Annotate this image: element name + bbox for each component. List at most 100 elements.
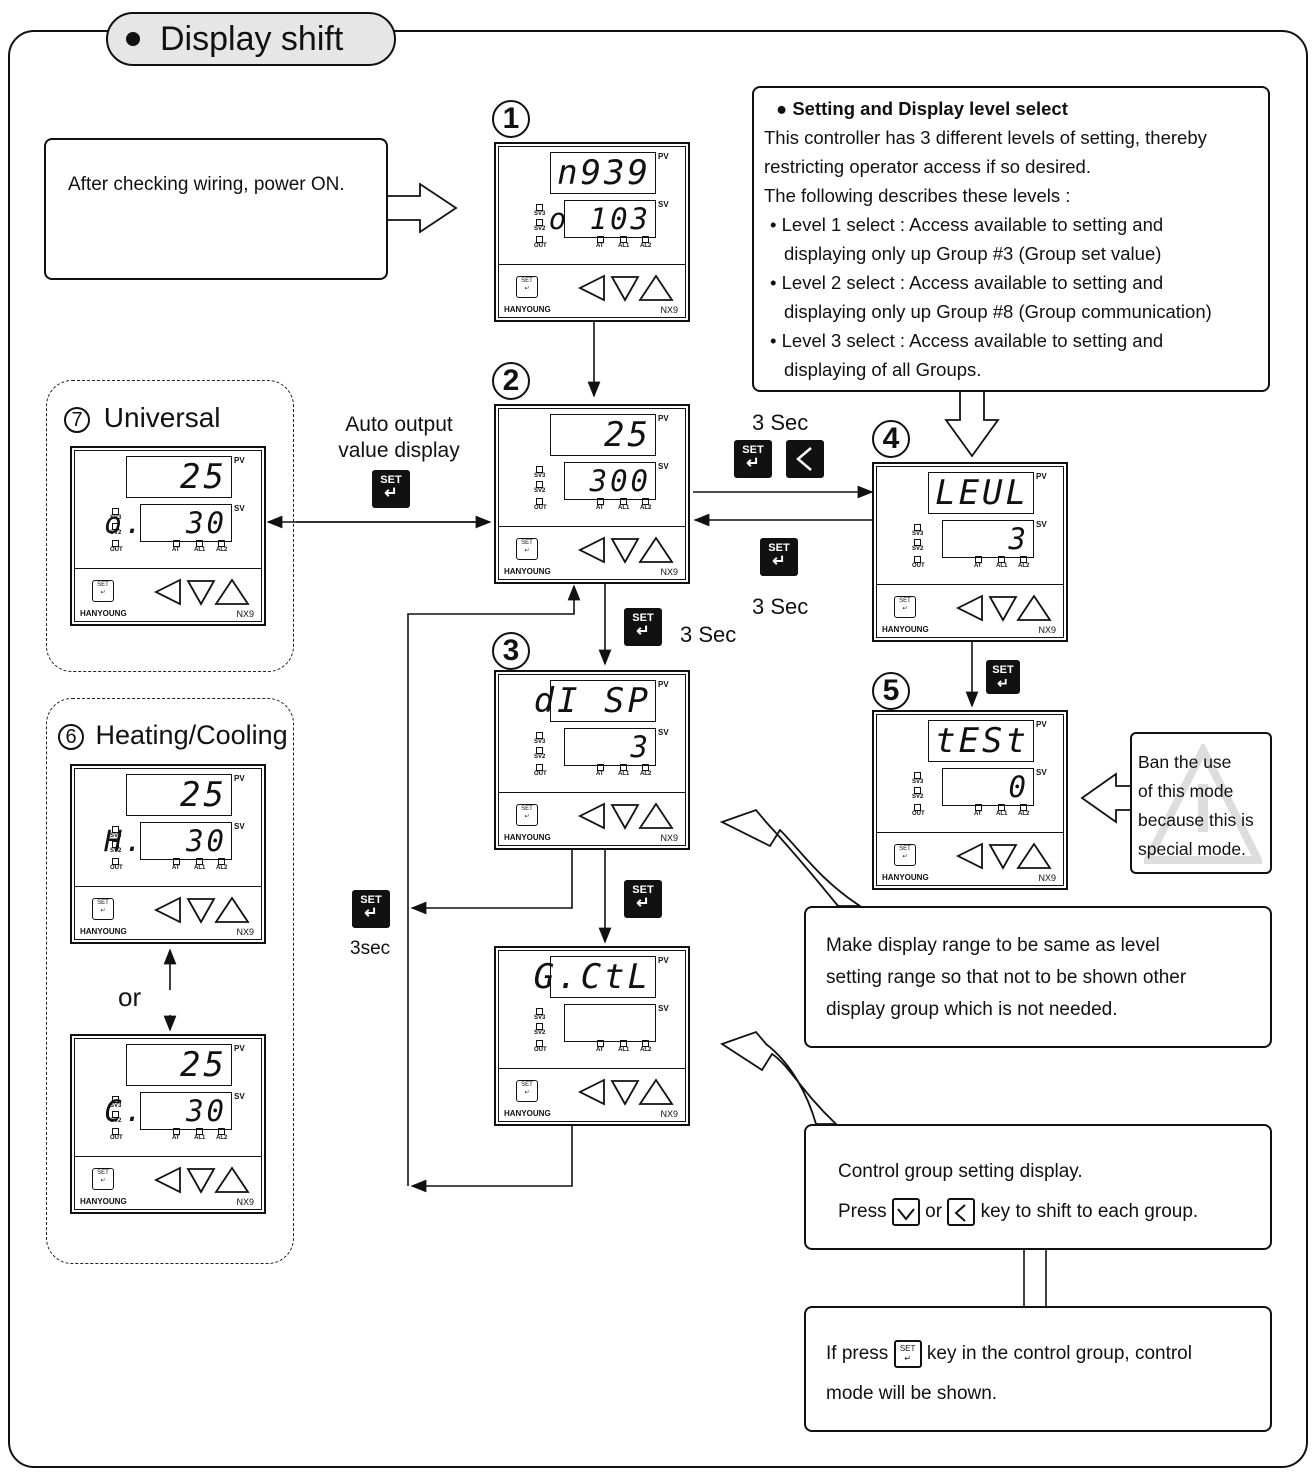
- control-note-or: or: [925, 1201, 943, 1222]
- al1-label: AL1: [194, 865, 206, 871]
- up-arrow-icon: [214, 896, 250, 923]
- model-label: NX9: [660, 305, 678, 315]
- curved-arrow-control: [719, 1030, 839, 1125]
- sv-display: [564, 1004, 656, 1042]
- pv-tag: PV: [1036, 720, 1047, 729]
- panel-divider: [498, 792, 686, 793]
- at-label: AT: [172, 865, 180, 871]
- left-arrow-icon: [153, 578, 181, 606]
- left-arrow-icon: [577, 1078, 605, 1106]
- controller-panel-c4: LEUL PV 3 SV SV3 SV2 OUT AT AL1 AL2 SET↵…: [872, 462, 1068, 642]
- al2-label: AL2: [216, 547, 228, 553]
- control-mode-prefix: If press: [826, 1343, 889, 1364]
- panel-divider: [876, 832, 1064, 833]
- sv2-label: SV2: [110, 530, 122, 536]
- pv-tag: PV: [1036, 472, 1047, 481]
- pv-value: 25: [180, 775, 227, 815]
- al2-label: AL2: [1018, 563, 1030, 569]
- set-key-back: SET↵: [352, 890, 390, 928]
- power-note-box: After checking wiring, power ON.: [44, 138, 388, 280]
- model-label: NX9: [236, 927, 254, 937]
- led-out: [112, 540, 119, 547]
- led-al1: [620, 498, 627, 505]
- left-key-icon: [947, 1197, 976, 1226]
- set-key-test: SET↵: [986, 660, 1020, 694]
- al2-label: AL2: [640, 1047, 652, 1053]
- led-sv3: [536, 1008, 543, 1015]
- universal-heading: 7 Universal: [64, 402, 220, 434]
- up-arrow-icon: [214, 1166, 250, 1193]
- power-arrow: [386, 182, 458, 234]
- controller-panel-c8: 25 PV H. 30 SV SV3 SV2 OUT AT AL1 AL2 SE…: [70, 764, 266, 944]
- panel-set-key: SET↵: [516, 538, 538, 560]
- auto-output-line-1: Auto output: [345, 413, 453, 436]
- sv-display: o 103: [549, 200, 656, 238]
- panel-arrow-keys: [153, 896, 250, 924]
- sv3-label: SV3: [110, 1103, 122, 1109]
- or-label: or: [118, 982, 142, 1012]
- ban-arrow: [1080, 772, 1132, 824]
- led-out: [914, 556, 921, 563]
- sv-tag: SV: [234, 504, 245, 513]
- out-label: OUT: [534, 1047, 547, 1053]
- pv-display: LEUL: [928, 472, 1034, 514]
- sv-display: 300: [564, 462, 656, 500]
- sec-label-c: 3 Sec: [680, 622, 737, 647]
- panel-set-key: SET↵: [92, 1168, 114, 1190]
- controller-panel-c2: 25 PV 300 SV SV3 SV2 OUT AT AL1 AL2 SET↵…: [494, 404, 690, 584]
- al2-label: AL2: [640, 771, 652, 777]
- brand-label: HANYOUNG: [504, 1109, 551, 1118]
- sv-value: C. 30: [104, 1094, 227, 1128]
- sv-display: C. 30: [104, 1092, 232, 1130]
- sv3-label: SV3: [912, 779, 924, 785]
- control-note-line-2: Press or key to shift to each group.: [838, 1192, 1238, 1232]
- led-sv2: [914, 539, 921, 546]
- step-2-badge: 2: [492, 362, 530, 400]
- model-label: NX9: [660, 567, 678, 577]
- led-at: [173, 1128, 180, 1135]
- panel-arrow-keys: [153, 578, 250, 606]
- sv2-label: SV2: [110, 1118, 122, 1124]
- down-arrow-icon: [610, 538, 640, 564]
- range-line-0: Make display range to be same as level: [826, 935, 1160, 956]
- up-arrow-icon: [1016, 594, 1052, 621]
- panel-bezel: [876, 466, 1064, 638]
- pv-tag: PV: [658, 680, 669, 689]
- level-line-6: displaying only up Group #8 (Group commu…: [784, 301, 1212, 322]
- sv-display: o. 30: [104, 504, 232, 542]
- led-al2: [1020, 804, 1027, 811]
- sv-value: 3: [630, 730, 651, 764]
- panel-divider: [74, 568, 262, 569]
- led-out: [536, 498, 543, 505]
- ban-line-2: because this is: [1138, 810, 1254, 830]
- level-line-8: displaying of all Groups.: [784, 359, 982, 380]
- at-label: AT: [596, 771, 604, 777]
- range-line-1: setting range so that not to be shown ot…: [826, 967, 1187, 988]
- sec-label-b: 3 Sec: [752, 594, 809, 619]
- controller-panel-c7: 25 PV o. 30 SV SV3 SV2 OUT AT AL1 AL2 SE…: [70, 446, 266, 626]
- brand-label: HANYOUNG: [504, 305, 551, 314]
- al1-label: AL1: [996, 563, 1008, 569]
- at-label: AT: [974, 563, 982, 569]
- led-sv3: [914, 524, 921, 531]
- panel-divider: [74, 886, 262, 887]
- out-label: OUT: [912, 811, 925, 817]
- sv-tag: SV: [234, 1092, 245, 1101]
- left-arrow-icon: [153, 1166, 181, 1194]
- led-sv3: [536, 466, 543, 473]
- heating-cooling-group: [46, 698, 294, 1264]
- sv2-label: SV2: [534, 754, 546, 760]
- panel-bezel: [498, 408, 686, 580]
- bullet-icon: [126, 32, 140, 46]
- led-sv3: [112, 1096, 119, 1103]
- curved-arrow-range: [719, 808, 864, 907]
- panel-set-key: SET↵: [516, 804, 538, 826]
- left-arrow-icon: [577, 536, 605, 564]
- led-at: [597, 236, 604, 243]
- left-arrow-icon: [955, 842, 983, 870]
- level-arrow: [944, 392, 1000, 458]
- pv-display: n939: [550, 152, 656, 194]
- left-arrow-icon: [577, 802, 605, 830]
- controller-panel-c5: tESt PV 0 SV SV3 SV2 OUT AT AL1 AL2 SET↵…: [872, 710, 1068, 890]
